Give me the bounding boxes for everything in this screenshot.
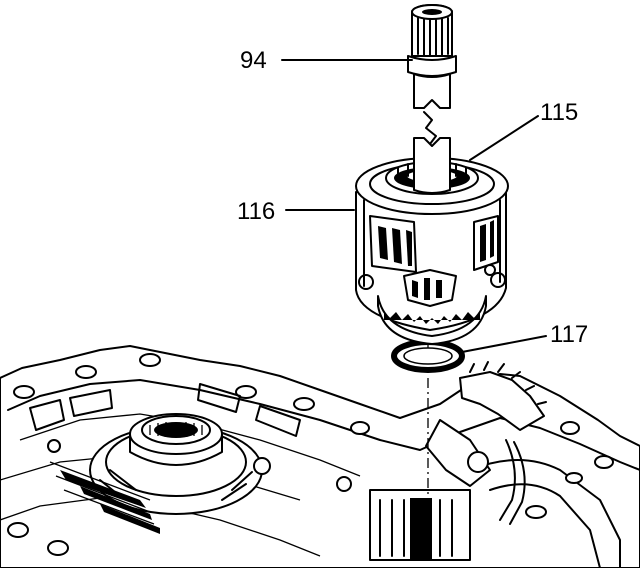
- differential-carrier-116: [355, 157, 509, 345]
- callout-116: 116: [237, 198, 276, 225]
- transaxle-case: [0, 345, 640, 568]
- callout-115: 115: [540, 99, 579, 126]
- case-bolt-bosses: [7, 353, 614, 556]
- callout-117: 117: [550, 321, 589, 348]
- leader-lines: [281, 59, 547, 353]
- case-bearing-housing: [89, 413, 263, 515]
- leader-117: [461, 335, 547, 353]
- case-differential-pocket: [369, 361, 621, 568]
- callout-94: 94: [240, 47, 267, 74]
- shaft-94: [407, 4, 457, 194]
- case-valve-passages: [29, 383, 352, 534]
- leader-115: [469, 115, 539, 161]
